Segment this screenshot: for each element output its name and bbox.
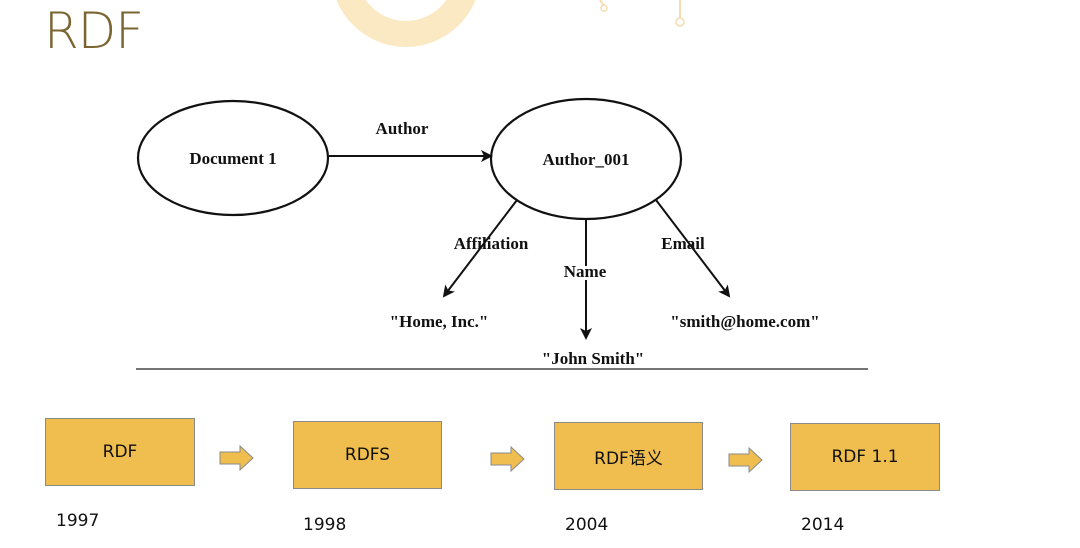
timeline-box-rdf-1-1: RDF 1.1 — [790, 423, 940, 491]
name-edge-label: Name — [564, 262, 607, 281]
document-node — [136, 99, 330, 217]
email-edge — [655, 199, 731, 298]
document-node-label: Document 1 — [189, 149, 276, 168]
name-value: "John Smith" — [542, 349, 645, 368]
author-node-label: Author_001 — [543, 150, 630, 169]
timeline-year-1997: 1997 — [56, 511, 100, 531]
right-arrow-icon — [219, 445, 254, 471]
timeline-box-rdf: RDF — [45, 418, 195, 486]
timeline-box-rdf-semantics: RDF语义 — [554, 422, 703, 490]
right-arrow-icon — [490, 446, 525, 472]
email-value: "smith@home.com" — [670, 312, 819, 331]
timeline-year-2004: 2004 — [565, 515, 609, 535]
slide-title: RDF — [44, 2, 144, 60]
email-edge-label: Email — [661, 234, 705, 253]
timeline-box-rdfs: RDFS — [293, 421, 442, 489]
affiliation-edge — [442, 199, 518, 298]
right-arrow-icon — [728, 447, 763, 473]
affiliation-value: "Home, Inc." — [390, 312, 489, 331]
timeline-year-2014: 2014 — [801, 515, 845, 535]
affiliation-edge-label: Affiliation — [454, 234, 529, 253]
timeline-year-1998: 1998 — [303, 515, 347, 535]
author-edge-label: Author — [376, 119, 429, 138]
